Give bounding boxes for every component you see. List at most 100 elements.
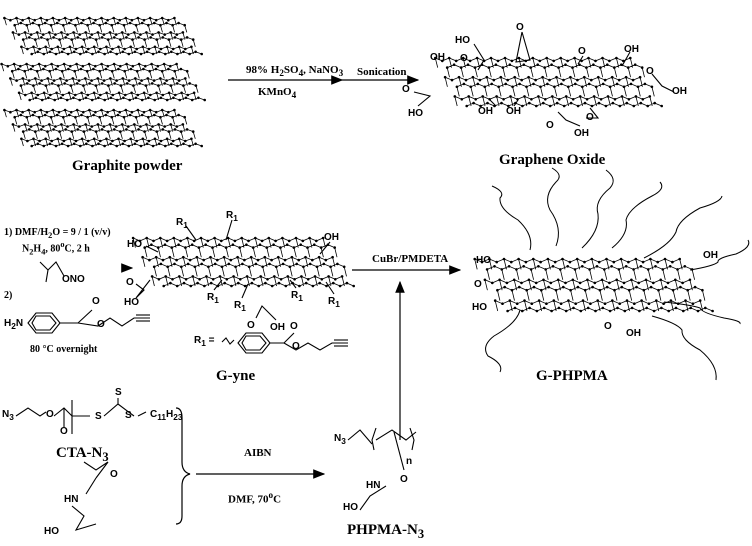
gy-r1-6: R1 — [328, 296, 340, 309]
gy-r1-3: R1 — [207, 292, 219, 305]
step5-initiator: AIBN — [244, 447, 272, 459]
cta-s-3: S — [125, 410, 132, 421]
r1-def-label: R1 = — [194, 335, 215, 348]
go-o-2: O — [402, 84, 410, 95]
gy-ho-1: HO — [127, 239, 142, 250]
r1-carbonyl — [270, 332, 295, 344]
go-ketone-bond — [577, 55, 584, 65]
g-yne-label: G-yne — [216, 368, 256, 384]
hpma-vinyl — [83, 461, 109, 479]
phpma-pendant — [393, 431, 405, 471]
reagent-isoamyl-chain — [39, 261, 65, 277]
r1-benzene-inner — [241, 335, 267, 351]
cta-o-carbonyl: O — [60, 426, 68, 437]
hpma-ho: HO — [44, 526, 59, 537]
gy-r1-bond-4 — [241, 283, 249, 299]
phpma-chain-1 — [347, 429, 373, 445]
gy-r1-5: R1 — [291, 290, 303, 303]
phpma-hn: HN — [366, 480, 381, 491]
gy-o-2: O — [247, 320, 255, 331]
phpma-backbone — [375, 429, 417, 441]
go-cooh-bond-4 — [557, 111, 581, 127]
go-oh-8: OH — [574, 128, 589, 139]
step2-sonication: Sonication — [357, 66, 407, 78]
hpma-o: O — [110, 469, 118, 480]
step4-catalyst: CuBr/PMDETA — [372, 253, 449, 265]
gp-ho-2: HO — [472, 302, 487, 313]
polymer-chain-9 — [689, 239, 750, 271]
step3-line4: 80 °C overnight — [30, 344, 98, 355]
go-o-1: O — [460, 53, 468, 64]
go-o-4: O — [546, 120, 554, 131]
step1-oxidant: KMnO4 — [258, 86, 297, 101]
go-o-5: O — [586, 112, 594, 123]
phpma-bracket-left — [371, 427, 377, 451]
r1-butynyl — [283, 342, 348, 351]
go-epoxide-bond-2 — [586, 107, 600, 119]
go-o-epoxy: O — [516, 22, 524, 33]
phpma-n3-label: PHPMA-N3 — [347, 522, 425, 541]
gy-r1-2: R1 — [226, 210, 238, 223]
gy-ho-bond — [145, 245, 159, 253]
phpma-bracket-right — [409, 427, 415, 451]
gp-oh-2: OH — [626, 328, 641, 339]
polymer-chain-4 — [611, 181, 663, 249]
polymer-chain-3 — [581, 169, 614, 249]
go-ho-1: HO — [455, 35, 470, 46]
reagent-butynyl — [77, 317, 150, 327]
cta-o-ester: O — [46, 409, 54, 420]
hpma-chain — [71, 505, 97, 531]
go-ho-4: HO — [408, 108, 423, 119]
gp-o-2: O — [604, 321, 612, 332]
graphene-oxide-sheet — [434, 56, 663, 108]
gy-r1-bond-2 — [225, 219, 233, 241]
polymer-chain-1 — [491, 185, 532, 251]
gp-o-1: O — [474, 279, 482, 290]
gy-cooh-bond-2 — [255, 305, 277, 321]
gy-r1-bond-3 — [213, 279, 223, 291]
step1-reagents: 98% H2SO4, NaNO3 — [246, 64, 344, 79]
graphite-sheet-1 — [3, 16, 203, 56]
graphite-sheet-3 — [3, 108, 203, 148]
cta-s-1: S — [95, 411, 102, 422]
go-oh-bond-2 — [489, 99, 497, 107]
gy-r1-bond-6 — [325, 281, 335, 295]
step5-conditions: DMF, 70oC — [228, 490, 282, 506]
r1-o-ester: O — [292, 341, 300, 352]
g-yne-sheet — [131, 236, 356, 288]
go-oh-3: OH — [624, 44, 639, 55]
gy-r1-bond-5 — [289, 279, 297, 289]
hpma-amide — [85, 477, 97, 495]
graphene-oxide-label: Graphene Oxide — [499, 152, 606, 168]
gy-r1-bond-1 — [185, 225, 197, 241]
reactant-brace — [175, 407, 191, 525]
cta-chain-1 — [15, 407, 47, 417]
phpma-n3: N3 — [334, 433, 346, 446]
gy-ho-2: HO — [124, 297, 139, 308]
step3-line1: 1) DMF/H2O = 9 / 1 (v/v) — [4, 227, 111, 240]
reagent-o-ester: O — [97, 319, 105, 330]
phpma-n-index: n — [406, 456, 413, 467]
cta-alkyl-bond — [137, 411, 147, 417]
go-oh-6: OH — [478, 106, 493, 117]
g-phpma-label: G-PHPMA — [536, 368, 608, 384]
go-epoxide-bond — [515, 31, 531, 63]
cta-chain-2 — [53, 407, 90, 417]
go-cooh-bond-1 — [473, 43, 485, 71]
reagent-carbonyl — [60, 309, 93, 324]
r1-o-carbonyl: O — [290, 321, 298, 332]
polymer-chain-6 — [485, 309, 521, 373]
go-oh-5: OH — [672, 86, 687, 97]
gy-oh-2: OH — [270, 322, 285, 333]
reagent-benzene-inner — [31, 315, 57, 331]
step3-line2: N2H4, 80oC, 2 h — [22, 240, 90, 257]
go-o-ketone: O — [578, 46, 586, 57]
phpma-chain-2 — [359, 485, 387, 511]
gy-o-1: O — [126, 277, 134, 288]
go-oh-bond-3 — [513, 99, 519, 107]
gy-cooh-bond — [135, 279, 151, 299]
graphite-label: Graphite powder — [72, 158, 183, 174]
polymer-chain-8 — [663, 301, 741, 325]
